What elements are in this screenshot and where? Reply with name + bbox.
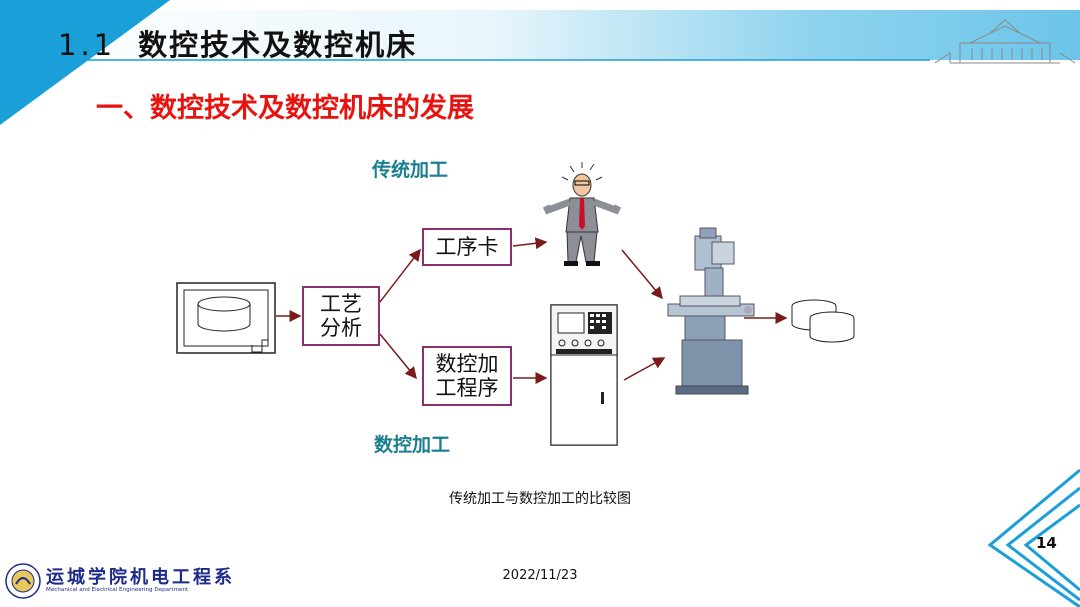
page-number: 14 [1036, 534, 1057, 552]
department-name: 运城学院机电工程系 [46, 567, 235, 588]
department-name-en: Mechanical and Electrical Engineering De… [46, 587, 189, 593]
process-analysis-box: 工艺 分析 [302, 286, 380, 346]
section-number: 1.1 [58, 28, 117, 62]
arrow-controller-to-machine [623, 357, 666, 381]
slide-date: 2022/11/23 [502, 568, 578, 583]
finished-parts-icon [791, 299, 855, 343]
milling-machine-icon [667, 227, 755, 395]
college-logo-icon [5, 563, 41, 599]
process-analysis-line1: 工艺 [320, 292, 362, 316]
chevron-left-icon [987, 468, 1080, 607]
process-card-label: 工序卡 [435, 235, 499, 259]
arrow-analysis-to-card [379, 248, 421, 303]
subtitle: 一、数控技术及数控机床的发展 [96, 93, 474, 124]
nc-program-box: 数控加 工程序 [422, 346, 512, 406]
arrow-analysis-to-program [379, 333, 417, 380]
worker-person-icon [542, 162, 622, 266]
process-card-box: 工序卡 [422, 228, 512, 266]
label-cnc: 数控加工 [374, 434, 451, 456]
arrow-card-to-worker [512, 237, 548, 250]
diagram-caption: 传统加工与数控加工的比较图 [449, 491, 631, 507]
nc-program-line1: 数控加 [435, 352, 499, 376]
label-traditional: 传统加工 [372, 159, 449, 181]
slide-title: 1.1 数控技术及数控机床 [58, 22, 417, 64]
arrow-worker-to-machine [621, 249, 663, 300]
section-title: 数控技术及数控机床 [138, 28, 418, 62]
blueprint-drawing-icon [176, 282, 276, 354]
cnc-controller-cabinet-icon [550, 304, 618, 446]
nc-program-line2: 工程序 [435, 376, 499, 400]
building-watermark-icon [934, 19, 1076, 64]
process-analysis-line2: 分析 [320, 316, 362, 340]
corner-triangle [0, 0, 170, 125]
